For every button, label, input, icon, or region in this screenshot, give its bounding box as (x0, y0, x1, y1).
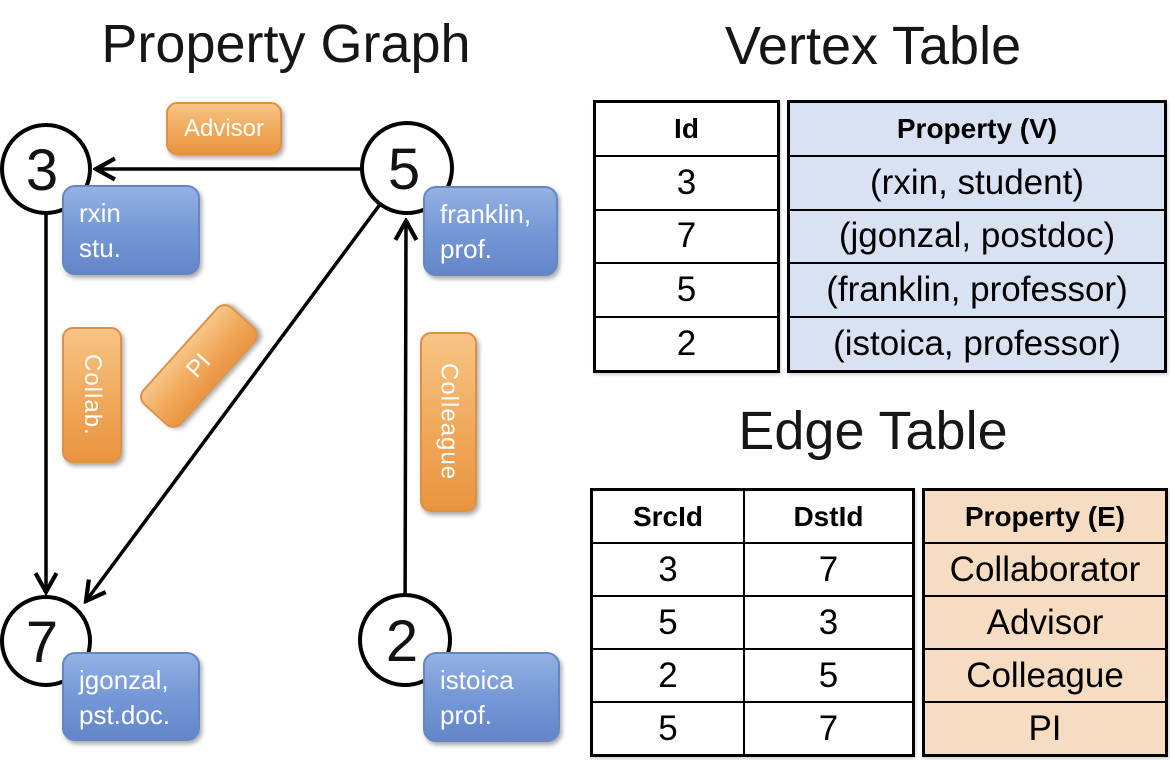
edge-table-property-cell: PI (925, 701, 1165, 754)
edge-5-to-7-pi (86, 166, 409, 601)
vertex-property-box-5: franklin, prof. (423, 186, 558, 276)
edge-table-title: Edge Table (738, 401, 1008, 461)
vertex-table-title: Vertex Table (724, 16, 1022, 76)
edge-table-dstid-cell: 7 (742, 703, 912, 754)
vertex-table-id-cell: 7 (596, 208, 777, 263)
node-id-2: 2 (386, 609, 418, 674)
edge-table-srcid-cell: 2 (658, 655, 678, 695)
vertex-table-id-cell: 5 (596, 262, 777, 316)
vertex-table-id-cell: 2 (596, 316, 777, 370)
edge-table-row: 2 5 (593, 648, 912, 701)
edge-table-srcid-header: SrcId (632, 500, 703, 532)
vertex-table-property-cell: (istoica, professor) (790, 316, 1164, 370)
vertex-table-property-cell: (franklin, professor) (790, 262, 1164, 316)
edge-label-collab: Collab. (62, 327, 122, 463)
vertex-table-property-column: Property (V) (rxin, student) (jgonzal, p… (787, 100, 1167, 373)
vertex-table-id-cell: 3 (596, 154, 777, 209)
vertex-table-id-header: Id (674, 112, 699, 144)
vertex-table-property-cell: (rxin, student) (790, 154, 1164, 209)
edge-table-property-cell: Collaborator (925, 542, 1165, 595)
edge-table-property-header: Property (E) (964, 500, 1126, 532)
edge-table-property-cell: Colleague (925, 648, 1165, 701)
vertex-table-property-cell: (jgonzal, postdoc) (790, 208, 1164, 263)
edge-table-row: 3 7 (593, 542, 912, 595)
vertex-table-property-header: Property (V) (896, 112, 1058, 144)
edge-table-dstid-cell: 5 (742, 650, 912, 701)
edge-table-srcid-cell: 3 (658, 549, 678, 589)
edge-table-header-row: SrcId DstId (593, 491, 912, 542)
property-graph-title: Property Graph (101, 14, 471, 74)
edge-table-dstid-cell: 7 (742, 544, 912, 595)
edge-2-to-5-colleague (405, 221, 406, 641)
edge-table-dstid-header: DstId (742, 491, 912, 542)
edge-table-property-column: Property (E) Collaborator Advisor Collea… (922, 488, 1168, 757)
edge-table-srcid-cell: 5 (658, 708, 678, 748)
edge-table-row: 5 7 (593, 701, 912, 754)
vertex-property-box-2: istoica prof. (423, 652, 560, 742)
edge-table-property-cell: Advisor (925, 595, 1165, 648)
edge-table-srcid-cell: 5 (658, 602, 678, 642)
edge-label-colleague: Colleague (420, 332, 477, 512)
vertex-table-id-column: Id 3 7 5 2 (593, 100, 780, 373)
edge-table-id-columns: SrcId DstId 3 7 5 3 2 5 5 7 (590, 488, 915, 757)
edge-table-row: 5 3 (593, 595, 912, 648)
edge-table-dstid-cell: 3 (742, 597, 912, 648)
vertex-property-box-7: jgonzal, pst.doc. (62, 652, 200, 741)
node-id-5: 5 (388, 137, 420, 202)
node-id-3: 3 (26, 138, 58, 203)
vertex-property-box-3: rxin stu. (62, 185, 200, 275)
node-id-7: 7 (26, 610, 58, 675)
edge-label-advisor: Advisor (166, 102, 282, 155)
